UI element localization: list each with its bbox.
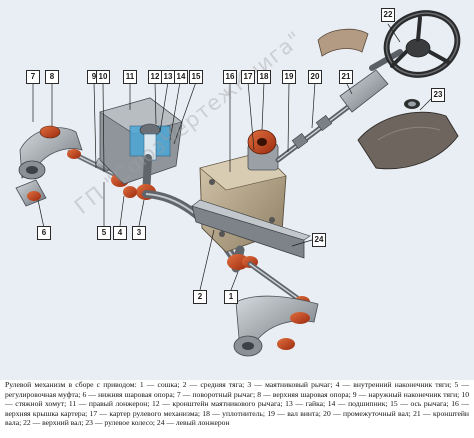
callout-5: 5	[97, 226, 111, 240]
callout-4: 4	[113, 226, 127, 240]
callout-22: 22	[381, 8, 395, 22]
callout-14: 14	[174, 70, 188, 84]
callout-16: 16	[223, 70, 237, 84]
callout-20: 20	[308, 70, 322, 84]
column-lower-cover	[357, 111, 459, 170]
figure-caption: Рулевой механизм в сборе с приводом: 1 —…	[5, 380, 469, 428]
callout-11: 11	[123, 70, 137, 84]
callout-19: 19	[282, 70, 296, 84]
steering-wheel	[383, 10, 461, 78]
callout-6: 6	[37, 226, 51, 240]
right-side-member	[99, 97, 183, 185]
left-side-member	[191, 199, 311, 259]
callout-7: 7	[26, 70, 40, 84]
callout-3: 3	[132, 226, 146, 240]
callout-17: 17	[241, 70, 255, 84]
callout-21: 21	[339, 70, 353, 84]
column-upper-cover	[317, 28, 369, 57]
steering-shaft	[275, 49, 420, 163]
callout-1: 1	[224, 290, 238, 304]
right-knuckle	[233, 295, 319, 357]
callout-24: 24	[312, 233, 326, 247]
callout-10: 10	[96, 70, 110, 84]
callout-18: 18	[257, 70, 271, 84]
callout-8: 8	[45, 70, 59, 84]
diagram-area: ГП "СоюзЧертежКнига" 7 8 6 9 10 11 12 13…	[0, 0, 474, 380]
callout-2: 2	[193, 290, 207, 304]
steering-assembly-drawing	[15, 10, 461, 357]
callout-13: 13	[161, 70, 175, 84]
left-knuckle	[15, 125, 83, 207]
callout-23: 23	[431, 88, 445, 102]
callout-15: 15	[189, 70, 203, 84]
leader-lines	[32, 23, 437, 291]
callout-12: 12	[148, 70, 162, 84]
